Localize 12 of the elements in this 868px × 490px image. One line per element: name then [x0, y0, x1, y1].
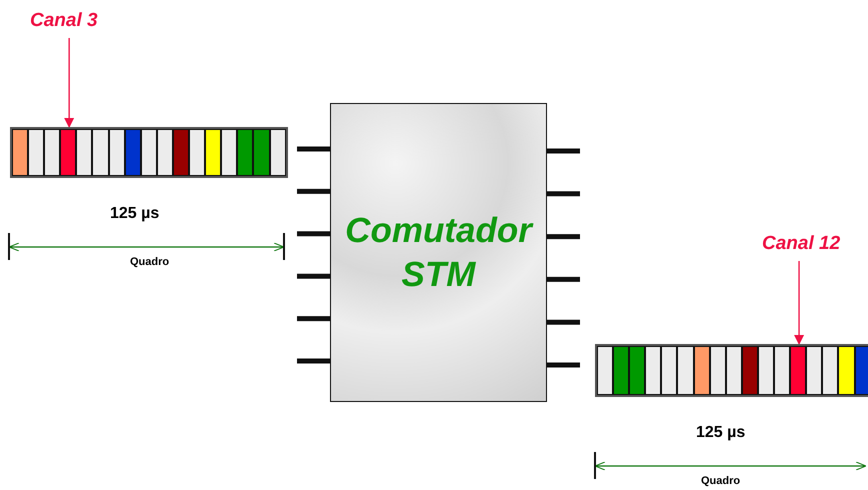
time-slot — [790, 346, 806, 395]
switch-title: Comutador STM — [344, 210, 534, 296]
switch-box — [330, 103, 547, 402]
frame-label: Quadro — [130, 256, 170, 268]
duration-label: 125 µs — [696, 424, 746, 442]
leader-arrow — [64, 38, 74, 128]
duration-label: 125 µs — [110, 205, 160, 223]
channel-label: Canal 12 — [762, 233, 840, 255]
time-slot — [60, 129, 76, 176]
leader-arrow — [794, 261, 804, 345]
channel-label: Canal 3 — [30, 10, 98, 32]
frame-label: Quadro — [701, 475, 740, 487]
